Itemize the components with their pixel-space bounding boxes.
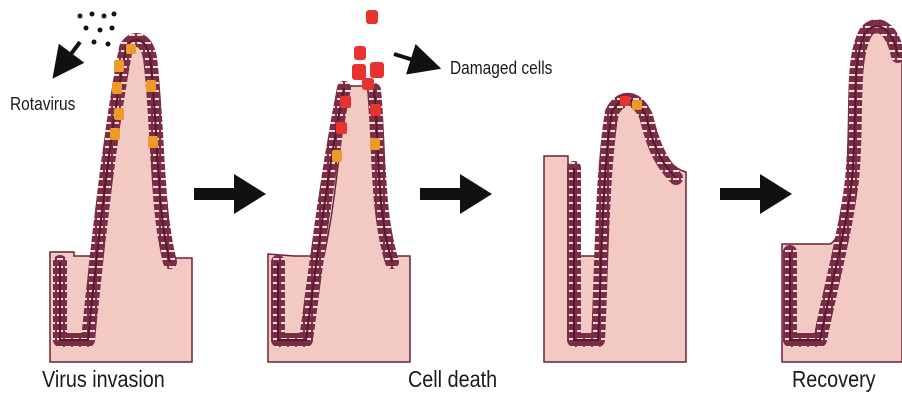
damaged-cells-label: Damaged cells — [450, 58, 552, 79]
arrow-3-to-4 — [720, 174, 792, 214]
damaged-cells-arrow — [394, 54, 426, 64]
villus-3-damaged-cell — [620, 96, 630, 106]
stage-label-cell-death: Cell death — [408, 366, 497, 393]
rotavirus-particles — [78, 12, 117, 47]
stage-label-recovery: Recovery — [792, 366, 876, 393]
arrow-2-to-3 — [420, 174, 492, 214]
villus-cell-death — [268, 10, 410, 362]
villus-shortened — [544, 96, 686, 362]
villus-recovery — [782, 25, 902, 362]
villus-4-tissue — [782, 25, 902, 362]
rotavirus-label: Rotavirus — [10, 94, 75, 115]
progression-arrows — [194, 174, 792, 214]
villus-3-infected-cell — [632, 100, 642, 110]
shed-damaged-cells — [352, 10, 384, 90]
villus-virus-invasion — [50, 35, 192, 362]
rotavirus-arrow — [62, 42, 80, 66]
stage-label-virus-invasion: Virus invasion — [42, 366, 165, 393]
arrow-1-to-2 — [194, 174, 266, 214]
